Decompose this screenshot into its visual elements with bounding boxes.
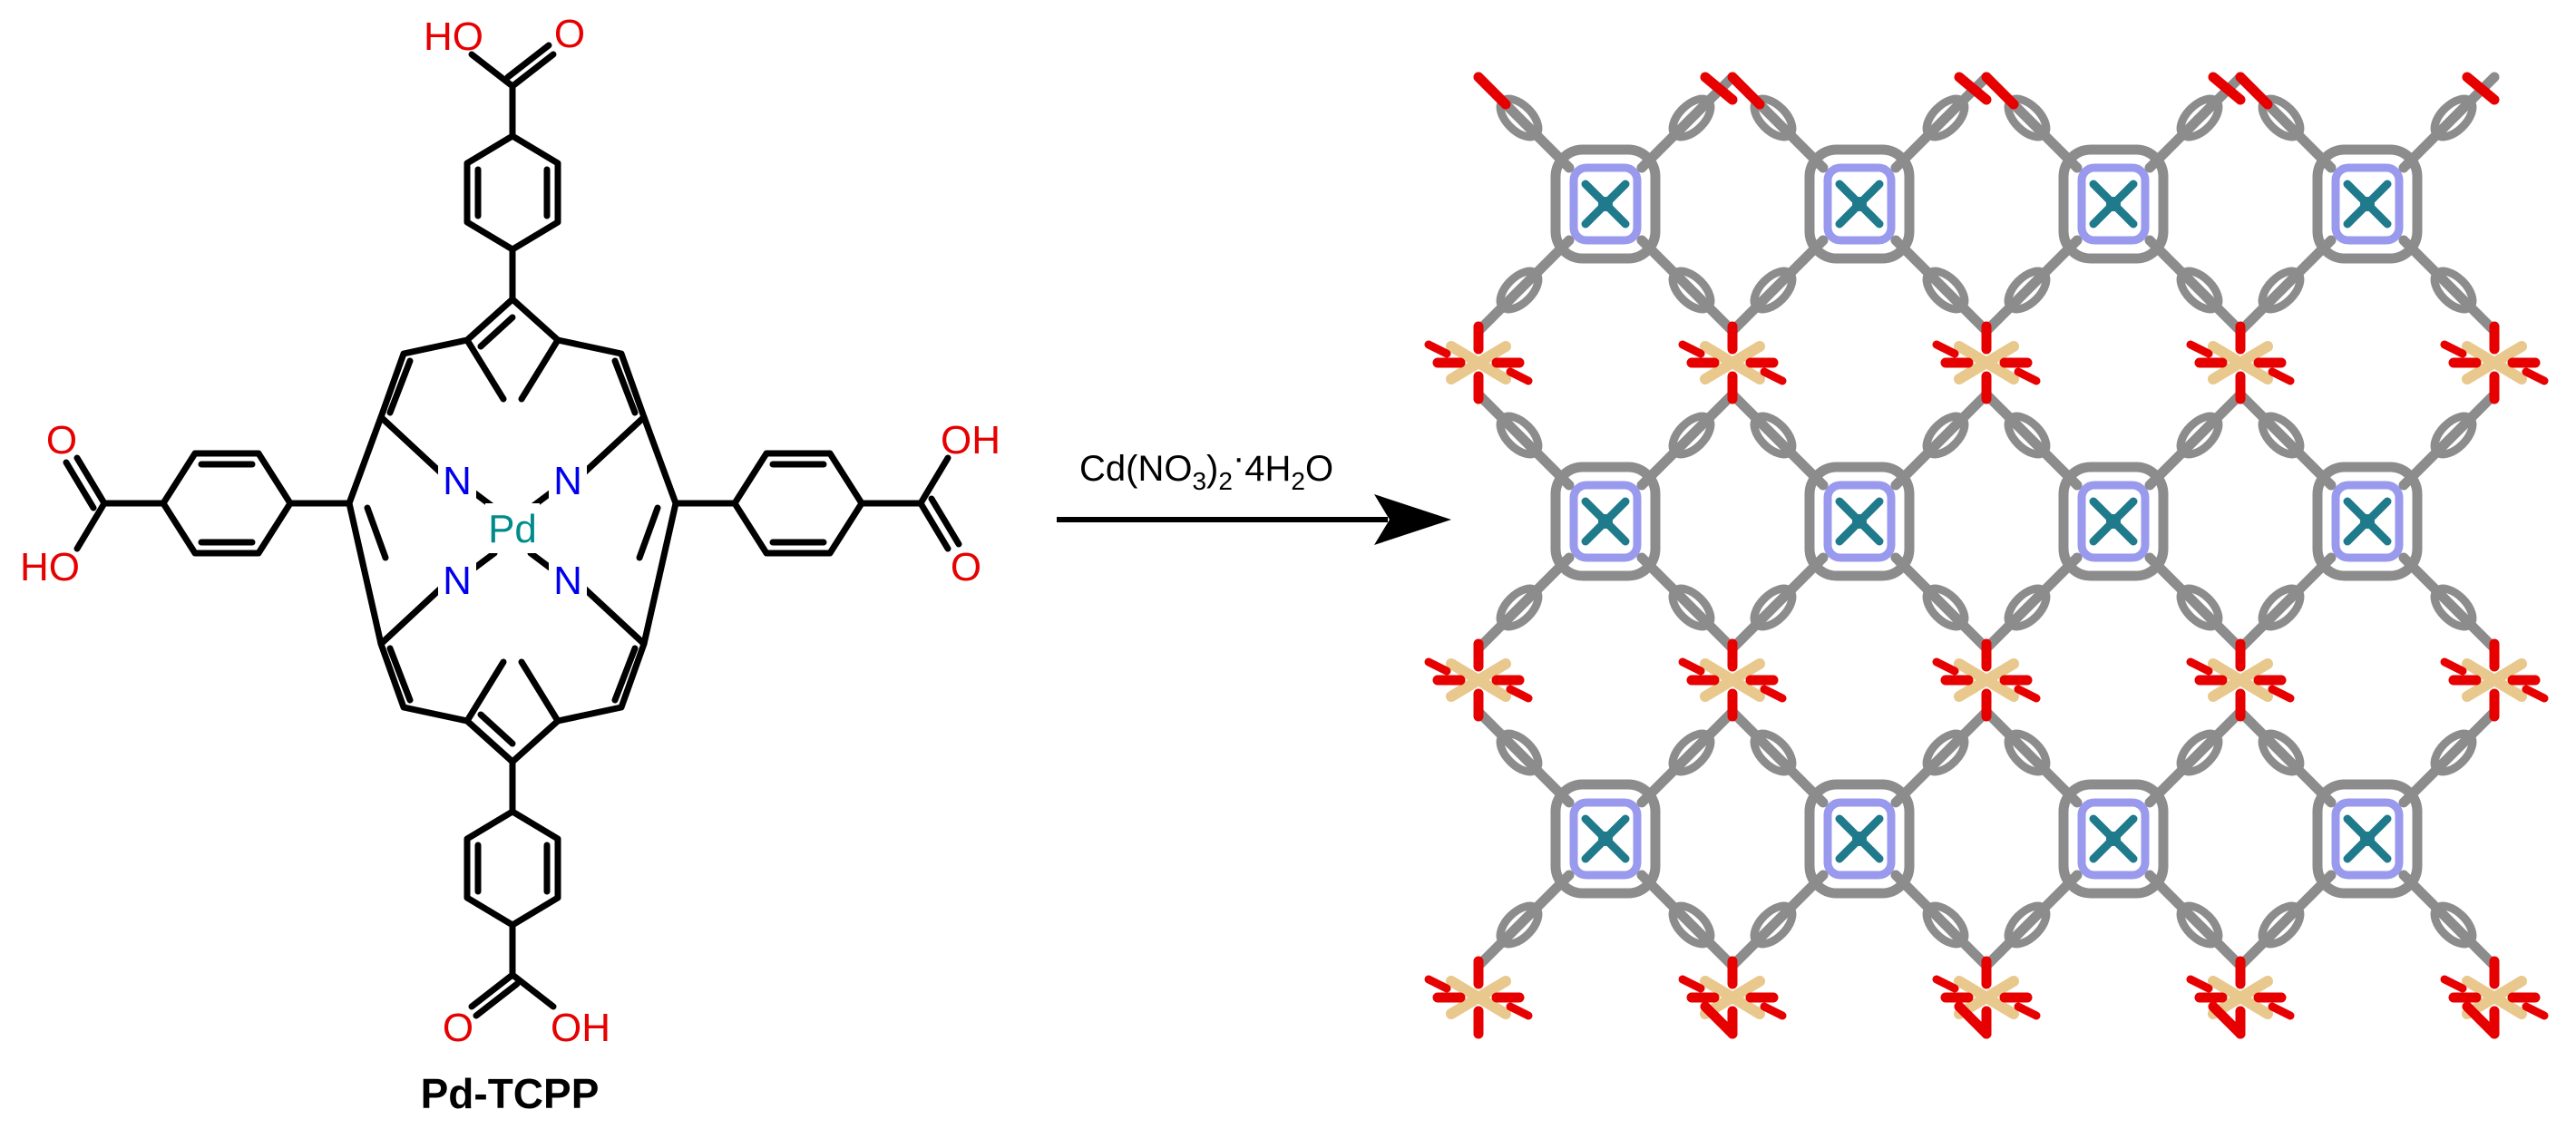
cd-node-r3-c2 [1932,956,2041,1039]
terminal-carboxylate-bottom-0 [1700,1001,1738,1039]
porphyrin-unit-r2-c3 [2235,706,2500,971]
cd-node-r2-c4 [2440,638,2549,722]
porphyrin-unit-r2-c2 [1981,706,2246,971]
n-atom-label-tr: N [553,459,582,503]
porphyrin-unit-r0-c2 [1981,72,2246,336]
terminal-carboxylate-top-0 [1473,72,1738,110]
cd-node-r2-c0 [1424,638,1533,722]
pyrrole-top-right [518,336,648,480]
cd-node-r2-c3 [2186,638,2295,722]
oh-label-bottom: OH [551,1006,610,1050]
reaction-arrow: Cd(NO3)2·4H2O [1057,438,1451,545]
atom-labels: Pd N N N N HO O O OH O HO OH O Pd-TCPP [20,12,1000,1117]
phenyl-left [63,450,353,557]
compound-name: Pd-TCPP [421,1070,600,1117]
n-atom-label-tl: N [443,459,472,503]
oh-label-left: HO [20,545,80,589]
cd-node-r2-c2 [1932,638,2041,722]
o-label-right: O [951,545,981,589]
pyrrole-bottom-right [518,581,648,725]
porphyrin-unit-r0-c3 [2235,72,2500,336]
porphyrin-unit-r2-c0 [1473,706,1738,971]
cd-node-r1-c4 [2440,321,2549,404]
porphyrin-unit-r2-c1 [1727,706,1992,971]
cd-node-r1-c0 [1424,321,1533,404]
phenyl-bottom [463,758,561,1019]
oh-label-right: OH [941,418,1000,462]
pd-tcpp-structure [63,42,962,1019]
cd-node-r1-c3 [2186,321,2295,404]
pyrrole-bottom-left [377,581,507,725]
porphyrin-unit-r1-c1 [1727,389,1992,654]
oh-label-top: HO [424,15,483,59]
cd-node-r3-c0 [1424,956,1533,1039]
reagent-label: Cd(NO3)2·4H2O [1079,438,1333,495]
phenyl-right [672,450,962,557]
terminal-carboxylate-top-1 [1727,72,1992,110]
o-label-left: O [46,418,77,462]
cd-node-r1-c1 [1678,321,1787,404]
n-atom-label-br: N [553,559,582,603]
o-label-bottom: O [443,1006,473,1050]
porphyrin-unit-r1-c0 [1473,389,1738,654]
pd-atom-label: Pd [488,507,537,551]
terminal-carboxylate-bottom-3 [2462,1001,2500,1039]
cd-node-r3-c3 [2186,956,2295,1039]
terminal-carboxylate-top-2 [1981,72,2246,110]
porphyrin-unit-r0-c0 [1473,72,1738,336]
cd-node-r1-c2 [1932,321,2041,404]
pyrrole-top-left [377,336,507,480]
phenyl-top [463,42,561,303]
o-label-top: O [554,12,585,56]
cd-node-r2-c1 [1678,638,1787,722]
pd-label-bg [485,503,540,553]
porphyrin-unit-r1-c2 [1981,389,2246,654]
mof-framework [1424,72,2549,1039]
n-atom-label-bl: N [443,559,472,603]
terminal-carboxylate-bottom-1 [1954,1001,1992,1039]
porphyrin-unit-r0-c1 [1727,72,1992,336]
cd-node-r3-c1 [1678,956,1787,1039]
terminal-carboxylate-top-3 [2235,72,2500,110]
porphyrin-unit-r1-c3 [2235,389,2500,654]
terminal-carboxylate-bottom-2 [2208,1001,2246,1039]
cd-node-r3-c4 [2440,956,2549,1039]
